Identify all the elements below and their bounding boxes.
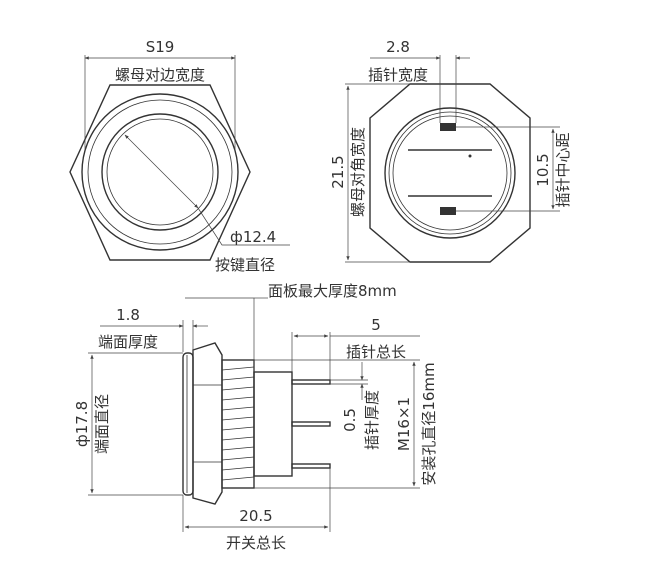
thread-value: M16×1	[395, 397, 413, 451]
rear-view: 2.8 插针宽度 21.5 螺母对角宽度 10.5 插针中心距	[329, 38, 572, 263]
bezel-ring-inner	[87, 99, 233, 245]
rear-body-inner	[392, 115, 508, 231]
side-pin-mid	[291, 421, 331, 427]
pin-thickness-value: 0.5	[341, 408, 359, 432]
nut-corner-value: 21.5	[329, 155, 347, 188]
hex-dim-label: 螺母对边宽度	[115, 66, 205, 84]
rear-hex-nut	[369, 83, 531, 263]
thread-label: 安装孔直径16mm	[420, 362, 438, 485]
total-length-value: 20.5	[239, 507, 272, 525]
panel-label: 面板最大厚度8mm	[268, 282, 397, 300]
side-pin-bottom	[291, 463, 331, 469]
total-length-label: 开关总长	[226, 534, 286, 552]
pin-spacing-value: 10.5	[534, 153, 552, 186]
pin-spacing-label: 插针中心距	[554, 132, 572, 207]
thread-lines	[221, 366, 255, 481]
side-pin-top	[291, 379, 331, 385]
end-diameter-value: ф17.8	[73, 401, 91, 447]
button-dim-line	[124, 134, 199, 209]
rear-body-outer	[384, 107, 516, 239]
front-view: S19 螺母对边宽度 ф12.4 按键直径	[69, 38, 290, 274]
end-diameter-label: 端面直径	[93, 394, 111, 454]
button-face	[101, 113, 219, 231]
pin-bottom	[440, 207, 456, 215]
button-dim-label: 按键直径	[215, 256, 275, 274]
bezel-ring-outer	[81, 93, 239, 251]
pin-width-value: 2.8	[386, 38, 410, 56]
end-thickness-label: 端面厚度	[98, 333, 158, 351]
button-dim-value: ф12.4	[230, 228, 276, 246]
side-hex-nut	[192, 342, 223, 505]
pin-length-value: 5	[371, 316, 381, 334]
pin-length-label: 插针总长	[346, 343, 406, 361]
rear-housing	[253, 371, 293, 477]
pin-width-label: 插针宽度	[368, 66, 428, 84]
pin-top	[440, 123, 456, 131]
button-dim-leader	[197, 207, 290, 246]
nut-corner-label: 螺母对角宽度	[349, 127, 367, 217]
hex-dim-value: S19	[146, 38, 175, 56]
end-thickness-value: 1.8	[116, 306, 140, 324]
pin-thickness-label: 插针厚度	[363, 390, 381, 450]
side-view: 面板最大厚度8mm 1.8 端面厚度 5 插针总长 ф17.8 端面直径 0.5…	[73, 282, 438, 552]
hex-nut-outline	[69, 84, 251, 261]
rear-body-ring	[388, 111, 512, 235]
end-face	[182, 352, 194, 496]
rear-dot	[468, 154, 472, 158]
button-face-inner	[106, 118, 214, 226]
